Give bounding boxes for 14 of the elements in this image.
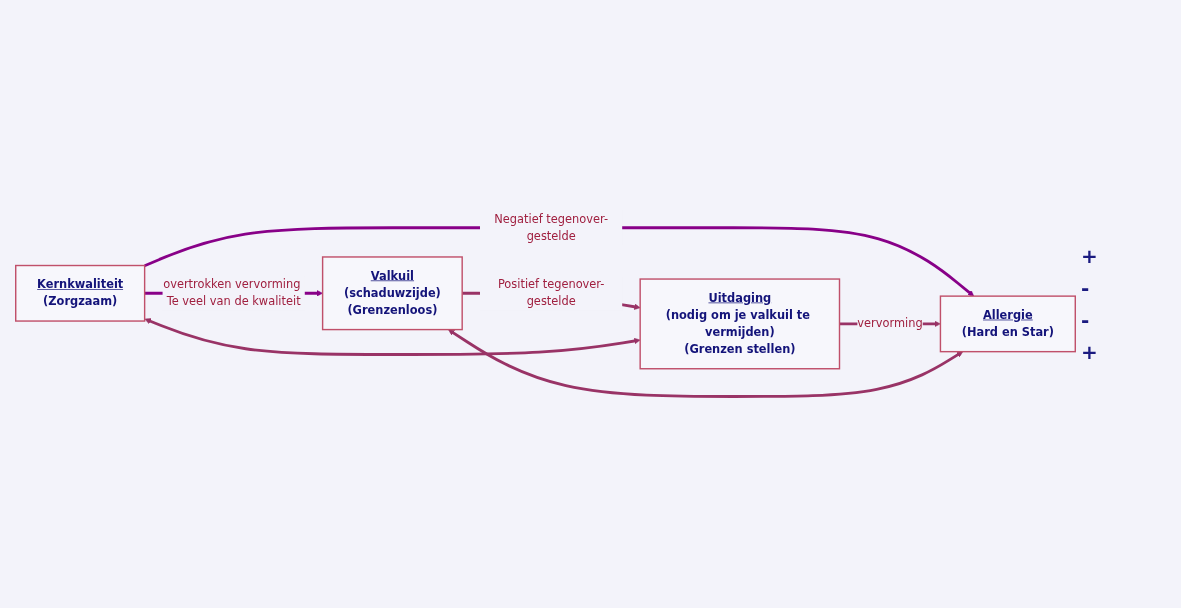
node-box: Allergie (Hard en Star) [939,295,1076,353]
sign-label: + [1081,244,1099,268]
edge-label: Positief tegenover-gestelde [497,278,605,309]
edge-label: Negatief tegenover-gestelde [494,212,609,244]
sign-label: - [1081,308,1091,332]
node-box: Kernkwaliteit (Zorgzaam) [15,265,146,323]
arrow [448,329,964,399]
edge-label: vervorming [857,317,923,331]
sign-label: - [1081,276,1091,300]
node-box: Uitdaging (nodig om je valkuil te vermijden) (Grenzen stellen) [639,278,841,370]
arrow [144,318,641,357]
node-box: Valkuil (schaduwzijde) (Grenzenloos) [321,256,463,331]
edge-label: overtrokken vervorming Te veel van de kwaliteit [163,278,301,309]
sign-label: + [1081,340,1099,364]
